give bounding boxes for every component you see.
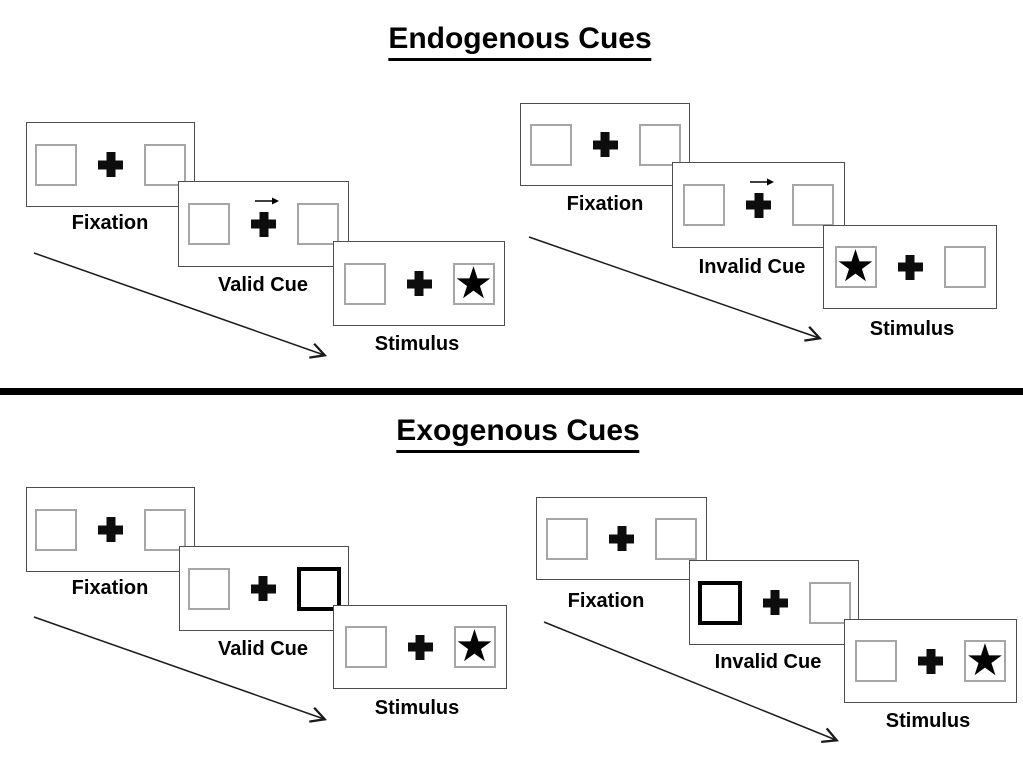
section-title-text: Exogenous Cues — [396, 414, 640, 453]
frame-card-fixation — [520, 103, 690, 186]
frame-card-valid-cue — [179, 546, 349, 631]
fixation-cross-icon — [746, 193, 771, 218]
timeline-arrow — [528, 236, 823, 342]
fixation-cross-icon — [407, 271, 432, 296]
frame-card-stimulus: ★ — [333, 605, 507, 689]
frame-label: Stimulus — [374, 333, 460, 355]
timeline-arrow — [33, 252, 328, 359]
section-title-endogenous: Endogenous Cues — [388, 22, 652, 61]
fixation-cross-wrap — [98, 517, 123, 542]
left-box-cue-highlight — [697, 580, 742, 625]
fixation-cross-icon — [98, 152, 123, 177]
frame-label: Invalid Cue — [714, 651, 822, 673]
right-box — [943, 246, 986, 288]
frame-card-fixation — [536, 497, 707, 580]
right-box — [297, 203, 339, 245]
right-box — [638, 123, 681, 166]
left-box — [187, 567, 230, 610]
frame-label: Stimulus — [374, 697, 460, 719]
section-title-exogenous: Exogenous Cues — [396, 414, 640, 453]
right-box — [144, 143, 186, 186]
right-box — [144, 508, 186, 551]
frame-label: Valid Cue — [217, 638, 309, 660]
fixation-cross-icon — [251, 212, 276, 237]
frame-card-stimulus: ★ — [844, 619, 1017, 703]
fixation-cross-icon — [98, 517, 123, 542]
frame-label: Stimulus — [869, 318, 955, 340]
fixation-cross-icon — [763, 590, 788, 615]
frame-card-fixation — [26, 487, 195, 572]
timeline-arrow — [543, 621, 840, 744]
right-box: ★ — [453, 621, 496, 672]
star-icon: ★ — [453, 257, 494, 309]
frame-label: Fixation — [71, 212, 149, 234]
left-box — [344, 626, 387, 668]
fixation-cross-icon — [251, 576, 276, 601]
fixation-cross-icon — [898, 255, 923, 280]
fixation-cross-icon — [918, 649, 943, 674]
right-box — [655, 517, 697, 560]
left-box — [683, 184, 725, 226]
fixation-cross-wrap — [408, 635, 433, 660]
frame-label: Valid Cue — [217, 274, 309, 296]
right-box-cue-highlight — [296, 566, 341, 611]
fixation-cross-wrap — [918, 649, 943, 674]
fixation-cross-wrap — [251, 197, 279, 237]
fixation-cross-icon — [408, 635, 433, 660]
frame-label: Fixation — [71, 577, 149, 599]
fixation-cross-wrap — [407, 271, 432, 296]
star-icon: ★ — [835, 241, 876, 292]
frame-label: Fixation — [566, 193, 644, 215]
fixation-cross-icon — [609, 526, 634, 551]
right-arrow-cue-icon — [750, 178, 774, 185]
fixation-cross-icon — [593, 132, 618, 157]
left-box — [855, 640, 897, 682]
frame-card-invalid-cue — [672, 162, 845, 248]
right-box: ★ — [452, 257, 495, 309]
right-box — [808, 581, 851, 624]
section-title-text: Endogenous Cues — [388, 22, 652, 61]
fixation-cross-wrap — [593, 132, 618, 157]
frame-label: Stimulus — [885, 710, 971, 732]
timeline-arrow — [33, 616, 328, 723]
section-divider — [0, 388, 1023, 395]
fixation-cross-wrap — [746, 178, 774, 218]
frame-label: Invalid Cue — [698, 256, 806, 278]
frame-card-fixation — [26, 122, 195, 207]
left-box — [35, 143, 77, 186]
right-arrow-cue-icon — [255, 197, 279, 204]
left-box — [546, 517, 588, 560]
left-box — [35, 508, 77, 551]
frame-card-valid-cue — [178, 181, 349, 267]
frame-card-stimulus: ★ — [333, 241, 505, 326]
frame-card-stimulus: ★ — [823, 225, 997, 309]
fixation-cross-wrap — [898, 255, 923, 280]
right-box: ★ — [964, 635, 1006, 686]
left-box — [343, 262, 386, 305]
fixation-cross-wrap — [251, 576, 276, 601]
star-icon: ★ — [965, 635, 1005, 686]
left-box — [529, 123, 572, 166]
star-icon: ★ — [454, 621, 495, 672]
right-box — [792, 184, 834, 226]
fixation-cross-wrap — [609, 526, 634, 551]
fixation-cross-wrap — [763, 590, 788, 615]
frame-label: Fixation — [567, 590, 645, 612]
left-box: ★ — [834, 241, 877, 292]
left-box — [188, 203, 230, 245]
fixation-cross-wrap — [98, 152, 123, 177]
frame-card-invalid-cue — [689, 560, 859, 645]
